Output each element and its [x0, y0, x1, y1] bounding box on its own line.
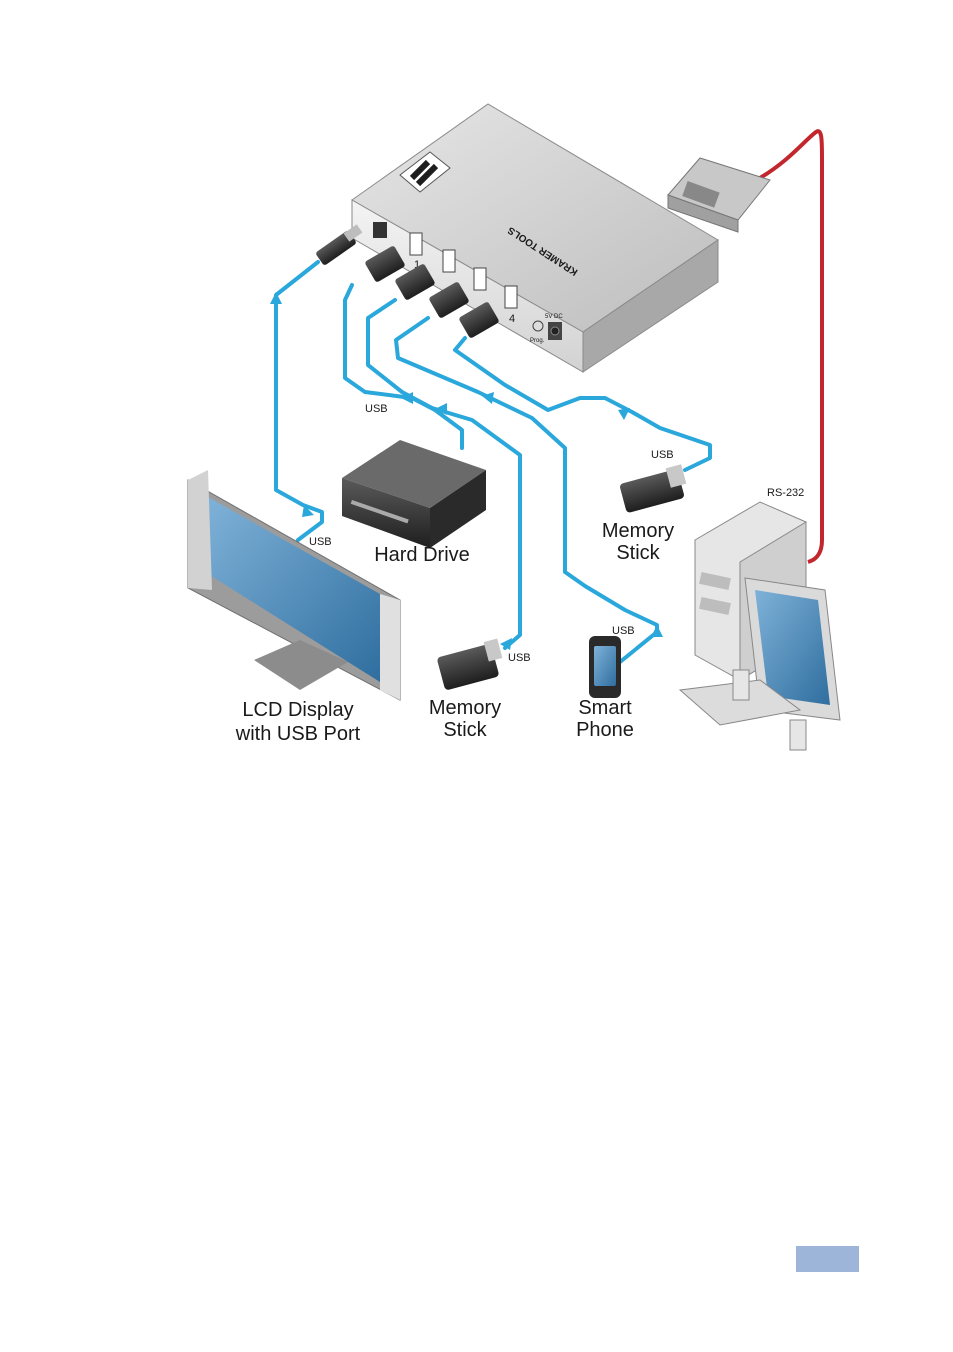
usb-port-3	[474, 268, 486, 290]
port-4-label: 4	[509, 313, 515, 325]
memory-stick-left-label-2: Stick	[443, 719, 487, 741]
usb-label-lcd: USB	[309, 536, 332, 548]
prog-button	[533, 321, 543, 331]
prog-label: Prog.	[530, 338, 545, 344]
lcd-label-2: with USB Port	[235, 723, 361, 745]
usb-label-memory-right: USB	[651, 449, 674, 461]
memory-stick-left-label-1: Memory	[429, 697, 501, 719]
hard-drive-label: Hard Drive	[374, 544, 470, 566]
usb-b-port	[373, 222, 387, 238]
memory-stick-right-label-2: Stick	[616, 542, 660, 564]
smart-phone-label-2: Phone	[576, 719, 634, 741]
usb-label-hard-drive: USB	[365, 403, 388, 415]
power-label: 5V DC	[545, 314, 563, 320]
usb-cable-lcd	[276, 262, 322, 540]
usb-label-memory-left: USB	[508, 652, 531, 664]
usb-port-2	[443, 250, 455, 272]
memory-stick-right-label-1: Memory	[602, 520, 674, 542]
lcd-label-1: LCD Display	[242, 699, 353, 721]
arrow-up-icon	[651, 625, 663, 637]
speaker-icon	[790, 720, 806, 750]
speaker-icon	[733, 670, 749, 700]
smart-phone-device	[589, 636, 621, 698]
usb-port-4	[505, 286, 517, 308]
page-number-badge	[796, 1246, 859, 1272]
computer-device	[680, 502, 840, 750]
hard-drive-device	[342, 440, 486, 548]
usb-label-smart-phone: USB	[612, 625, 635, 637]
smart-phone-label-1: Smart	[578, 697, 632, 719]
arrow-up-icon	[618, 408, 630, 420]
memory-stick-left	[437, 639, 503, 691]
usb-port-1	[410, 233, 422, 255]
rs232-label: RS-232	[767, 487, 804, 499]
usb-plug-icon	[315, 224, 362, 266]
memory-stick-right	[619, 464, 686, 513]
